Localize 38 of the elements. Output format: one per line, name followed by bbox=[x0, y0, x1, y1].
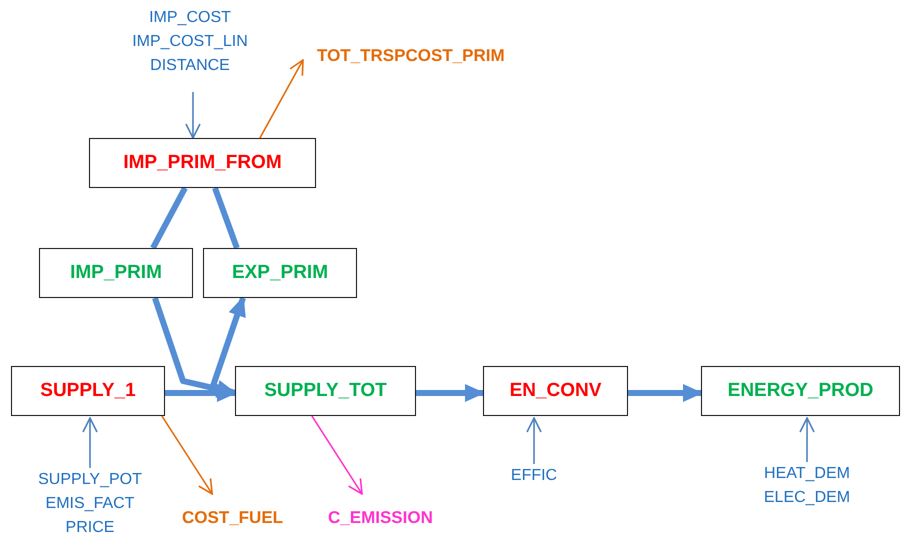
output-label: TOT_TRSPCOST_PRIM bbox=[316, 46, 505, 66]
parameter-label: PRICE bbox=[66, 518, 114, 538]
parameter-label: IMP_COST_LIN bbox=[132, 32, 248, 52]
arrow bbox=[628, 384, 703, 402]
variable-box bbox=[39, 248, 193, 298]
parameter-label: HEAT_DEM bbox=[764, 464, 850, 484]
output-label: C_EMISSION bbox=[327, 508, 433, 528]
variable-box bbox=[483, 366, 628, 416]
parameter-label: DISTANCE bbox=[150, 56, 230, 76]
parameter-label: EFFIC bbox=[510, 466, 558, 486]
arrow bbox=[185, 92, 201, 139]
box-label: SUPPLY_1 bbox=[40, 380, 136, 402]
arrow bbox=[161, 416, 213, 495]
box-label: IMP_PRIM_FROM bbox=[123, 152, 282, 174]
arrow bbox=[165, 384, 237, 402]
variable-box bbox=[11, 366, 165, 416]
arrow bbox=[416, 384, 485, 402]
connector-line bbox=[212, 186, 240, 250]
connector-line bbox=[150, 186, 188, 250]
box-label: ENERGY_PROD bbox=[728, 380, 874, 402]
box-label: SUPPLY_TOT bbox=[264, 380, 387, 402]
variable-box bbox=[235, 366, 416, 416]
box-label: EN_CONV bbox=[510, 380, 602, 402]
arrow bbox=[259, 59, 304, 138]
box-label: EXP_PRIM bbox=[232, 262, 328, 284]
arrow bbox=[526, 417, 542, 464]
parameter-label: IMP_COST bbox=[149, 8, 231, 28]
variable-box bbox=[89, 138, 316, 188]
variable-box bbox=[203, 248, 357, 298]
parameter-label: ELEC_DEM bbox=[764, 488, 850, 508]
parameter-label: SUPPLY_POT bbox=[38, 470, 142, 490]
box-label: IMP_PRIM bbox=[70, 262, 162, 284]
arrow bbox=[799, 417, 815, 462]
arrow bbox=[311, 416, 363, 495]
parameter-label: EMIS_FACT bbox=[46, 494, 134, 514]
variable-box bbox=[701, 366, 900, 416]
output-label: COST_FUEL bbox=[181, 508, 284, 528]
arrow bbox=[82, 417, 98, 468]
